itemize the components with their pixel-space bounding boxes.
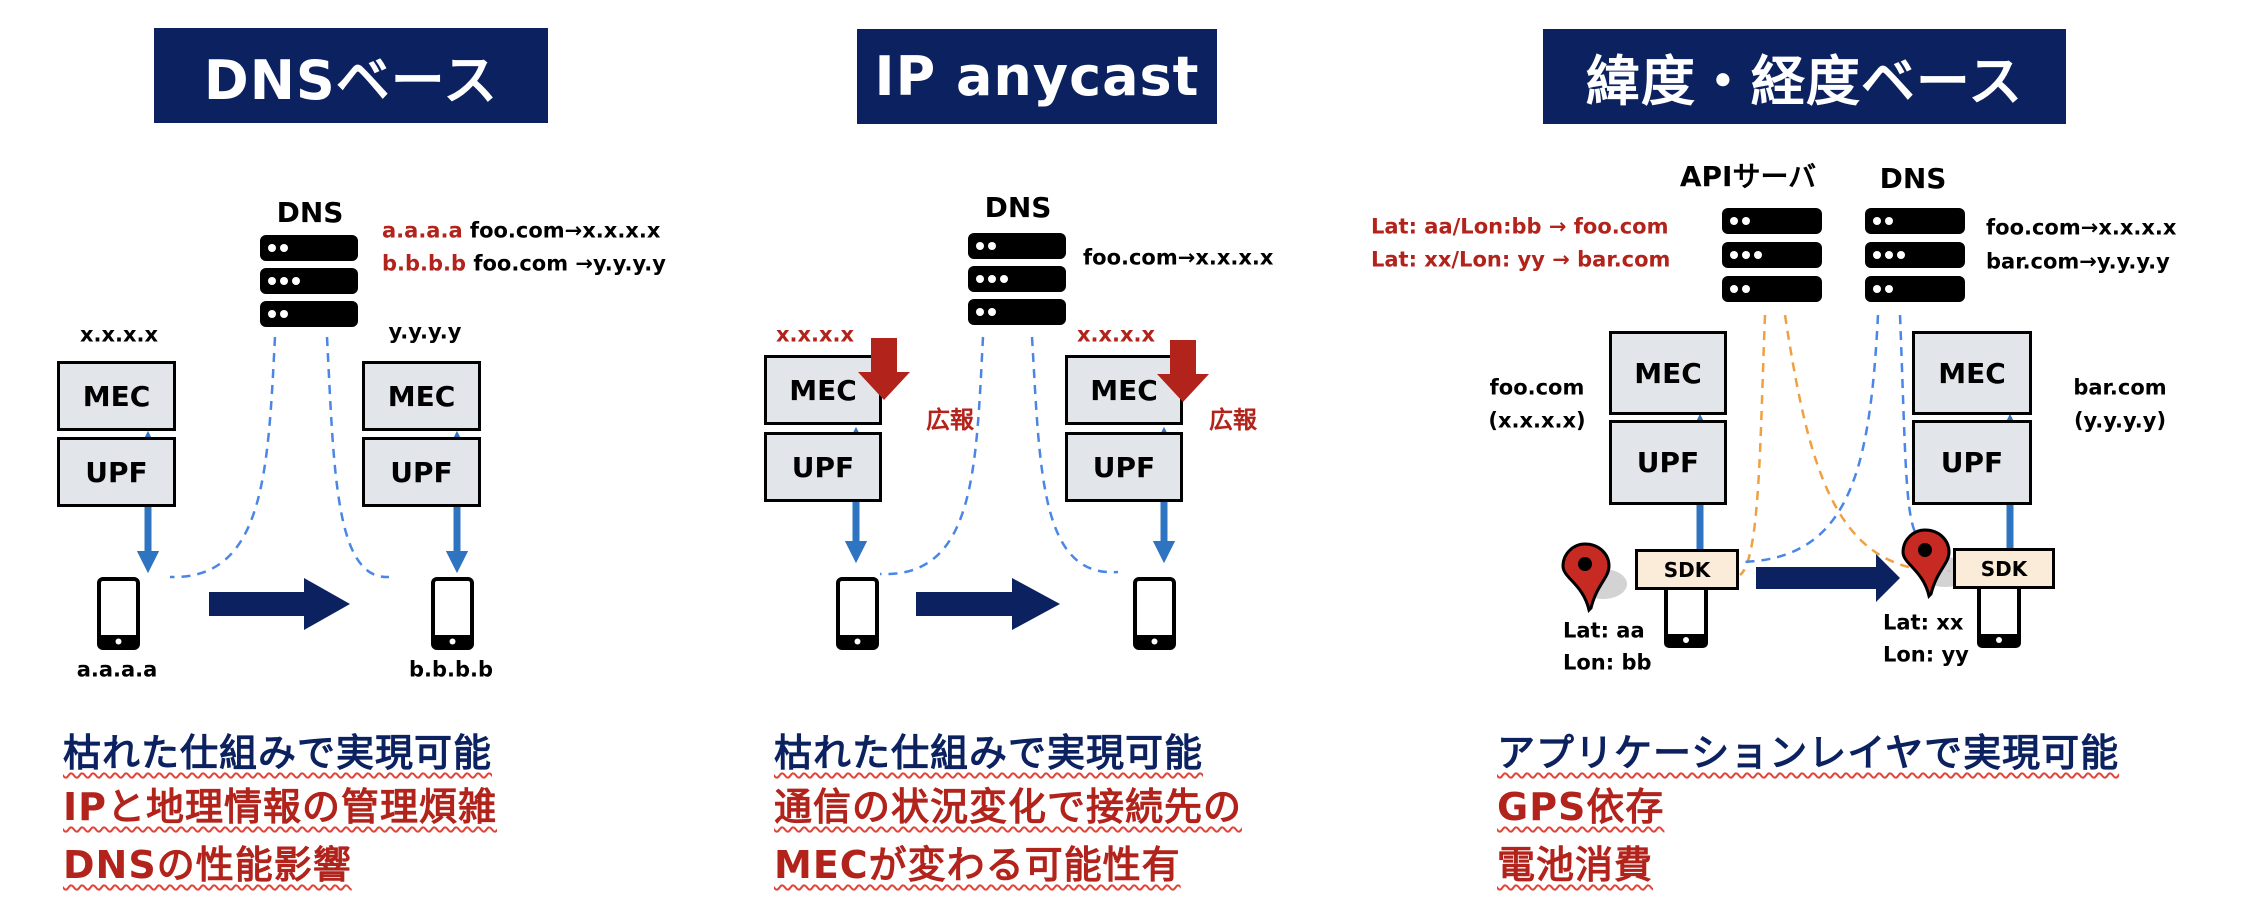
client-ip: a.a.a.a — [382, 218, 463, 243]
dns-record: b.b.b.b foo.com →y.y.y.y — [382, 251, 666, 276]
mec-box: MEC — [1065, 355, 1183, 425]
panel-title-lat-lon-based: 緯度・経度ベース — [1543, 29, 2066, 124]
movement-arrow — [1756, 554, 1900, 602]
longitude-label: Lon: bb — [1563, 650, 1652, 675]
phone-icon — [1977, 584, 2021, 648]
anycast-ip-label: x.x.x.x — [775, 322, 855, 347]
dns-record: foo.com→x.x.x.x — [1986, 215, 2177, 240]
upf-box: UPF — [362, 437, 481, 507]
con-bullet: 電池消費 — [1497, 843, 1654, 887]
dns-query-path-left — [169, 336, 277, 579]
advertise-label: 広報 — [1209, 406, 1257, 434]
panel-title-dns-based: DNSベース — [154, 28, 548, 123]
dns-record: bar.com→y.y.y.y — [1986, 249, 2170, 274]
api-query-path-right — [1783, 314, 1951, 573]
dns-server-icon — [260, 235, 358, 327]
phone-icon — [1664, 584, 1708, 648]
mec-box: MEC — [57, 361, 176, 431]
upf-box: UPF — [1609, 420, 1727, 505]
api-record: Lat: aa/Lon:bb → foo.com — [1371, 214, 1669, 239]
mec-box: MEC — [362, 361, 481, 431]
latitude-label: Lat: aa — [1563, 618, 1645, 643]
mec-box: MEC — [1609, 331, 1727, 415]
dns-label: DNS — [1879, 162, 1947, 195]
dns-query-path-right — [1898, 314, 1917, 533]
upf-box: UPF — [764, 432, 882, 502]
phone-icon — [431, 577, 474, 650]
dns-query-path-right — [1030, 336, 1119, 574]
con-bullet: MECが変わる可能性有 — [774, 843, 1181, 887]
record-mapping: foo.com→x.x.x.x — [1083, 245, 1274, 270]
site-ip-label: x.x.x.x — [79, 322, 159, 347]
site-ip-label: y.y.y.y — [388, 319, 462, 344]
con-bullet: IPと地理情報の管理煩雑 — [63, 785, 497, 829]
dns-record: foo.com→x.x.x.x — [1083, 245, 1274, 270]
advertise-label: 広報 — [926, 406, 974, 434]
phone-icon — [1133, 577, 1176, 650]
phone-icon — [836, 577, 879, 650]
latitude-label: Lat: xx — [1883, 610, 1964, 635]
con-bullet: GPS依存 — [1497, 785, 1665, 829]
sdk-box: SDK — [1953, 548, 2055, 589]
upf-box: UPF — [1912, 420, 2032, 505]
record-mapping: foo.com→x.x.x.x — [462, 218, 661, 243]
device-ip-label: b.b.b.b — [408, 657, 494, 682]
dns-query-path-left — [1739, 314, 1880, 564]
sdk-box: SDK — [1635, 549, 1739, 590]
con-bullet: DNSの性能影響 — [63, 843, 352, 887]
panel-title-ip-anycast: IP anycast — [857, 29, 1217, 124]
api-server-label: APIサーバ — [1679, 160, 1817, 193]
dns-server-icon — [1865, 208, 1965, 302]
api-query-path-left — [1739, 314, 1767, 576]
pro-bullet: アプリケーションレイヤで実現可能 — [1497, 731, 2120, 775]
advertise-arrow-icon — [1157, 340, 1209, 402]
api-server-icon — [1722, 208, 1822, 302]
dns-query-path-left — [879, 336, 985, 576]
movement-arrow — [916, 578, 1060, 630]
site-ip-label: (x.x.x.x) — [1488, 408, 1586, 433]
advertise-arrow-icon — [858, 338, 910, 400]
site-domain-label: bar.com — [2073, 375, 2167, 400]
pro-bullet: 枯れた仕組みで実現可能 — [63, 731, 493, 775]
dns-query-path-right — [325, 336, 390, 579]
upf-box: UPF — [57, 437, 176, 507]
site-domain-label: foo.com — [1489, 375, 1585, 400]
record-mapping: foo.com →y.y.y.y — [466, 251, 666, 276]
dns-record: a.a.a.a foo.com→x.x.x.x — [382, 218, 661, 243]
anycast-ip-label: x.x.x.x — [1076, 322, 1156, 347]
longitude-label: Lon: yy — [1883, 642, 1969, 667]
location-pin-icon — [1561, 542, 1627, 613]
client-ip: b.b.b.b — [382, 251, 467, 276]
device-ip-label: a.a.a.a — [76, 657, 158, 682]
mec-box: MEC — [1912, 331, 2032, 415]
dns-label: DNS — [984, 191, 1052, 224]
dns-label: DNS — [276, 196, 344, 229]
con-bullet: 通信の状況変化で接続先の — [774, 785, 1243, 829]
mec-box: MEC — [764, 355, 882, 425]
phone-icon — [97, 577, 140, 650]
dns-server-icon — [968, 233, 1066, 325]
movement-arrow — [209, 578, 350, 630]
api-record: Lat: xx/Lon: yy → bar.com — [1371, 247, 1671, 272]
pro-bullet: 枯れた仕組みで実現可能 — [774, 731, 1204, 775]
site-ip-label: (y.y.y.y) — [2073, 408, 2167, 433]
upf-box: UPF — [1065, 432, 1183, 502]
